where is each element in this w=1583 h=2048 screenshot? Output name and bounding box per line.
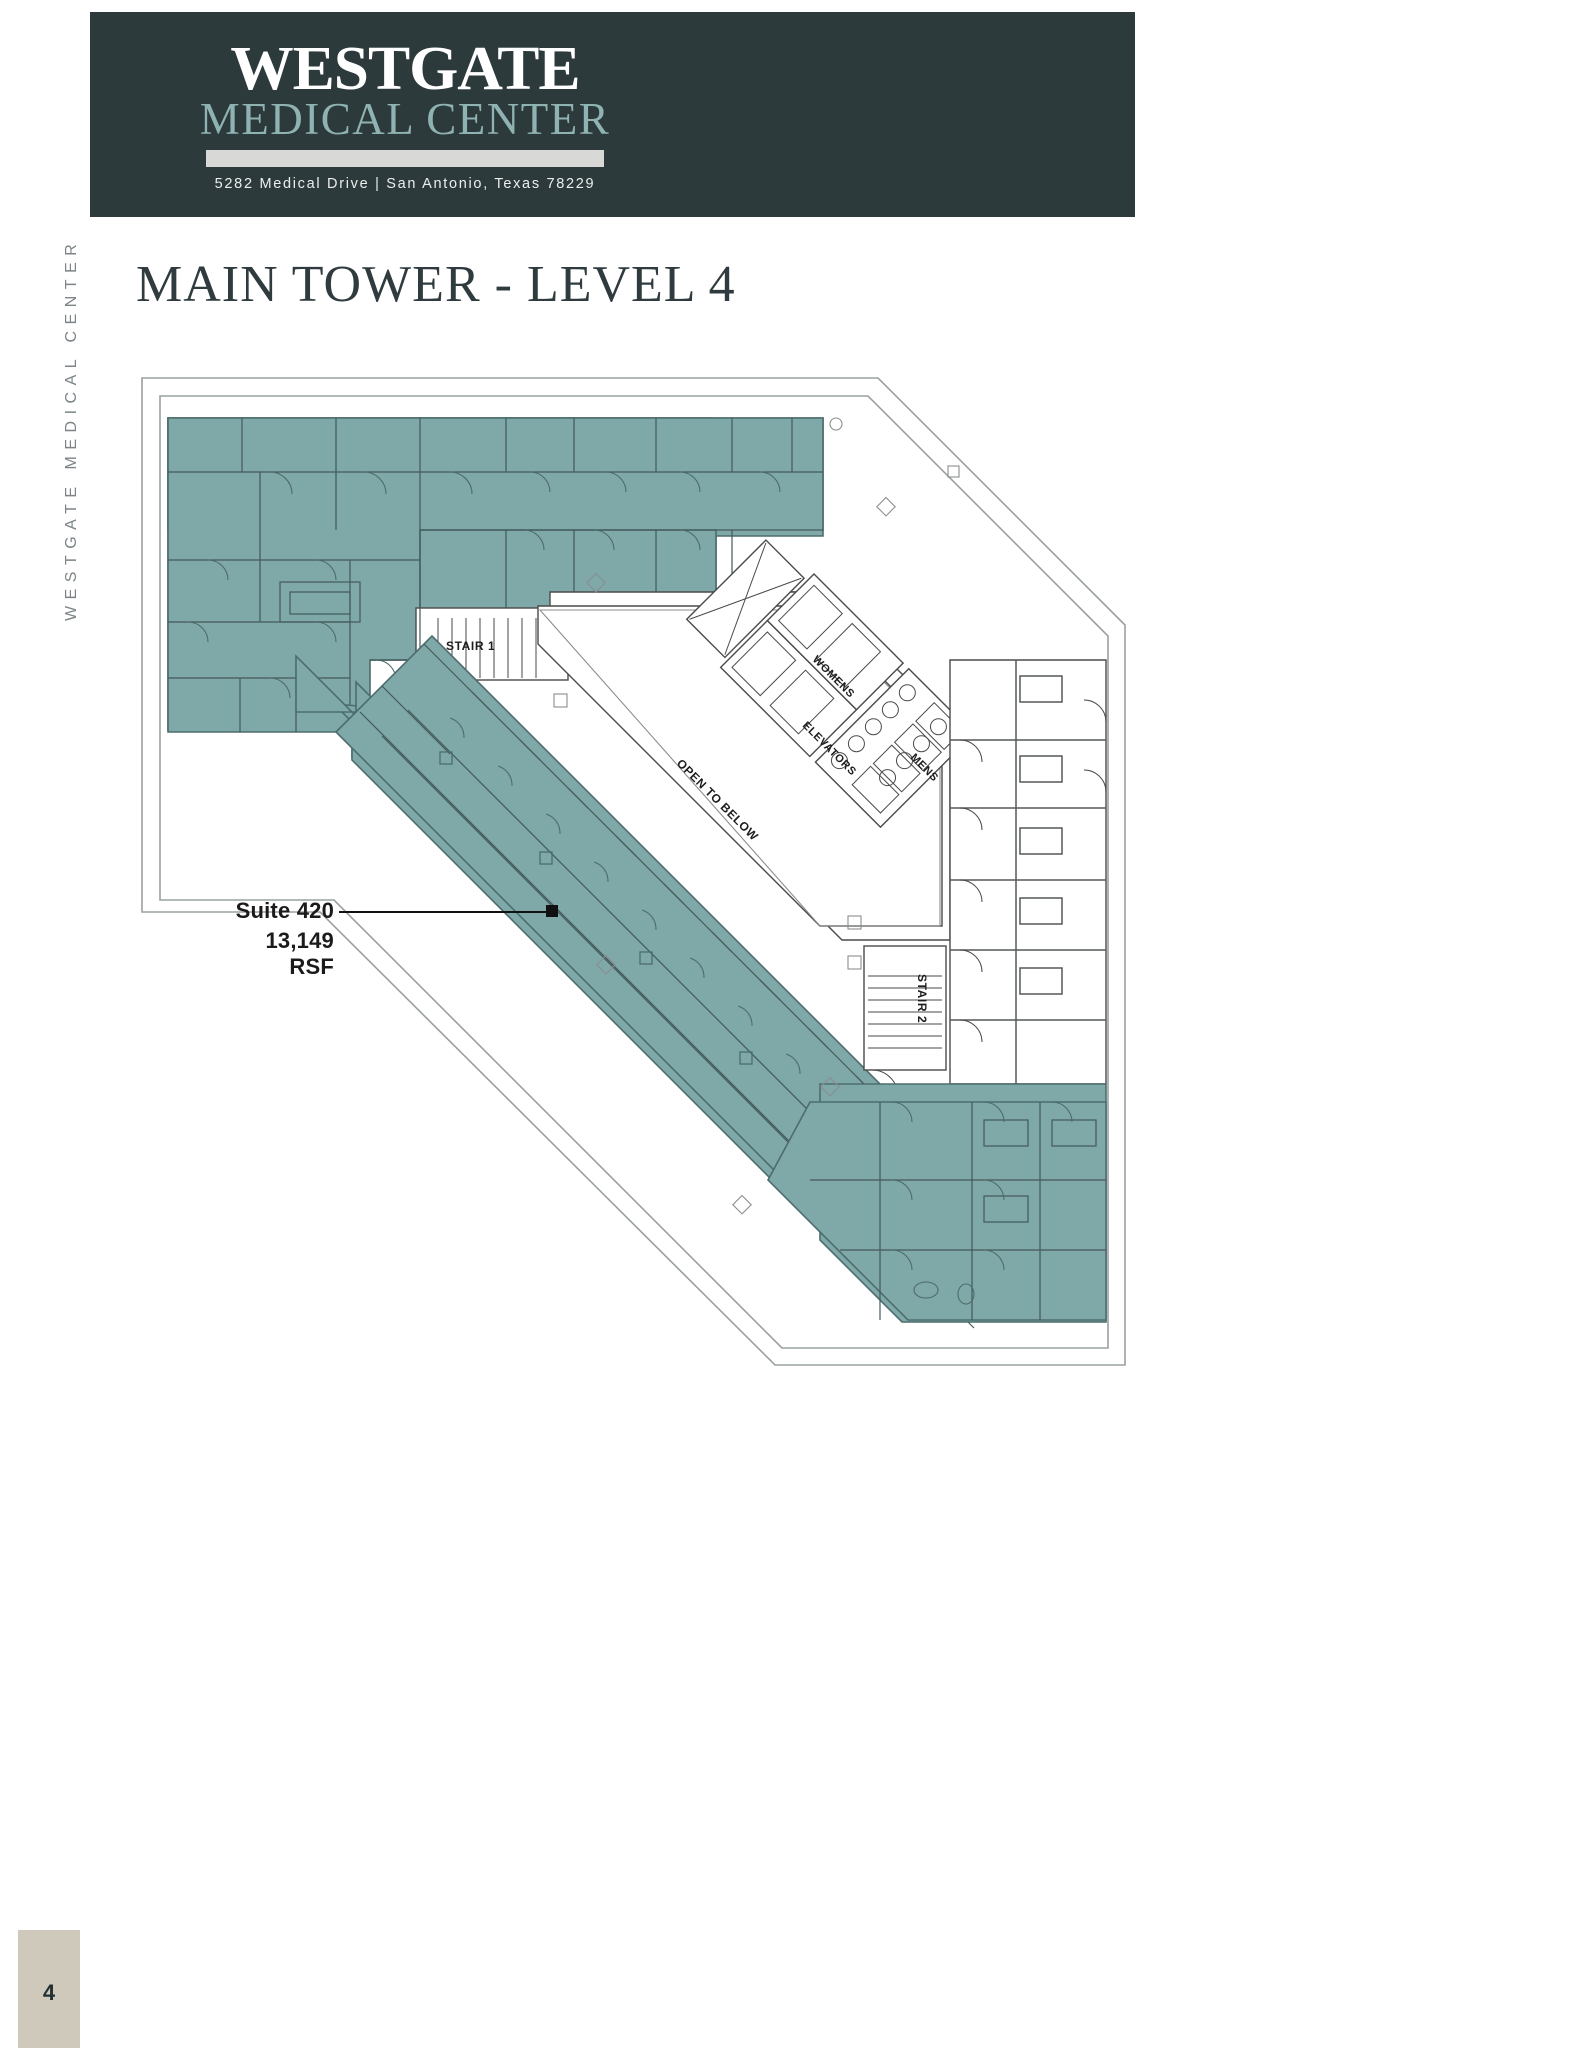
- suite-area-label: 13,149 RSF: [265, 928, 334, 979]
- stair-2: STAIR 2: [863, 945, 947, 1097]
- vertical-brand-text: WESTGATE MEDICAL CENTER: [63, 237, 80, 621]
- column-markers: [553, 417, 960, 1215]
- floorplan: .teal { fill:#7fa8a8; stroke:#4d6d6d; st…: [120, 360, 1160, 1390]
- logo-lockup: WESTGATE MEDICAL CENTER 5282 Medical Dri…: [185, 38, 625, 192]
- page-title: MAIN TOWER - LEVEL 4: [136, 256, 736, 313]
- address-line: 5282 Medical Drive | San Antonio, Texas …: [214, 175, 596, 192]
- callout-marker-dot: [546, 905, 558, 917]
- stair-1-label: STAIR 1: [446, 639, 495, 653]
- plan-zone-east: [949, 659, 1107, 1085]
- page-number-tab: 4: [18, 1930, 80, 2048]
- logo-secondary-text: MEDICAL CENTER: [199, 93, 611, 144]
- logo-divider-bar: [206, 149, 604, 167]
- building-core: [685, 539, 975, 829]
- plan-zone-southeast: [767, 1083, 1107, 1323]
- se-doors: [891, 1101, 1073, 1305]
- se-partitions: [810, 1102, 1106, 1320]
- logo-primary-text: WESTGATE: [230, 35, 580, 103]
- left-rail: WESTGATE MEDICAL CENTER 4: [0, 0, 90, 2048]
- callout-leader-line: [339, 911, 549, 913]
- page-number: 4: [42, 1980, 56, 2005]
- suite-label: Suite 420: [235, 898, 334, 923]
- floorplan-drawing: .teal { fill:#7fa8a8; stroke:#4d6d6d; st…: [141, 377, 1126, 1366]
- suite-callout: Suite 420 13,149 RSF: [231, 898, 558, 980]
- header-band: WESTGATE MEDICAL CENTER 5282 Medical Dri…: [90, 12, 1135, 217]
- stair-2-label: STAIR 2: [915, 974, 929, 1023]
